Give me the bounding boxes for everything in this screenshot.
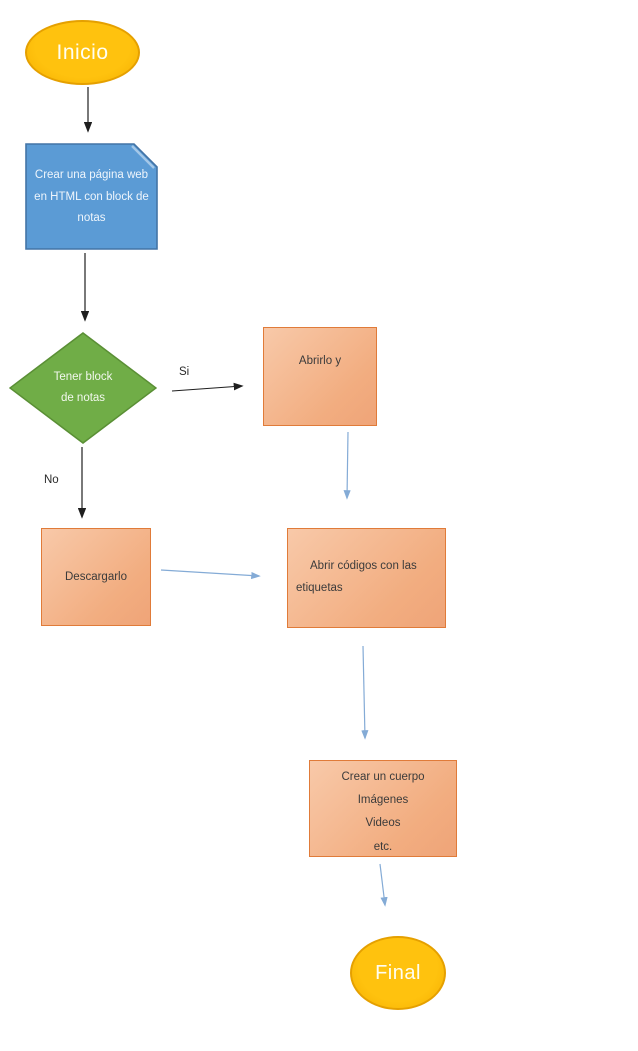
decision-line1: Tener block bbox=[53, 371, 113, 383]
edge-opencodes-to-buildbody bbox=[361, 645, 369, 740]
create-page-text: Crear una página web en HTML con block d… bbox=[25, 143, 158, 250]
edge-buildbody-to-end bbox=[379, 863, 388, 907]
create-page-line1: Crear una página web bbox=[34, 169, 149, 182]
node-decision-diamond: Tener block de notas bbox=[9, 332, 157, 444]
build-body-line1: Crear un cuerpo bbox=[341, 771, 425, 783]
card-shape bbox=[25, 143, 158, 250]
edge-openit-to-opencodes bbox=[343, 431, 351, 500]
edge-label-si: Si bbox=[179, 366, 190, 378]
edge-download-to-opencodes bbox=[160, 569, 261, 580]
node-create-page-card: Crear una página web en HTML con block d… bbox=[25, 143, 158, 250]
diamond-shape bbox=[9, 332, 157, 444]
edge-label-no: No bbox=[44, 474, 59, 486]
node-build-body-process: Crear un cuerpo Imágenes Videos etc. bbox=[309, 760, 457, 857]
node-download-process: Descargarlo bbox=[41, 528, 151, 626]
build-body-line4: etc. bbox=[373, 840, 393, 853]
node-open-codes-process: Abrir códigos con las etiquetas bbox=[287, 528, 446, 628]
node-start-terminator: Inicio bbox=[25, 20, 140, 85]
node-end-terminator: Final bbox=[350, 936, 446, 1010]
node-open-it-process: Abrirlo y bbox=[263, 327, 377, 426]
decision-line2: de notas bbox=[60, 392, 106, 404]
decision-text: Tener block de notas bbox=[9, 332, 157, 444]
open-codes-line1: Abrir códigos con las bbox=[310, 560, 417, 572]
open-codes-line2: etiquetas bbox=[296, 582, 343, 594]
open-it-label: Abrirlo y bbox=[298, 355, 342, 367]
edge-decision-si-to-openit bbox=[171, 382, 244, 392]
build-body-line2: Imágenes bbox=[357, 794, 409, 807]
create-page-line2: en HTML con block de bbox=[34, 190, 149, 203]
build-body-line3: Videos bbox=[365, 817, 401, 830]
download-label: Descargarlo bbox=[65, 571, 127, 583]
start-label: Inicio bbox=[56, 40, 109, 64]
create-page-line3: notas bbox=[77, 212, 106, 225]
end-label: Final bbox=[375, 961, 421, 984]
